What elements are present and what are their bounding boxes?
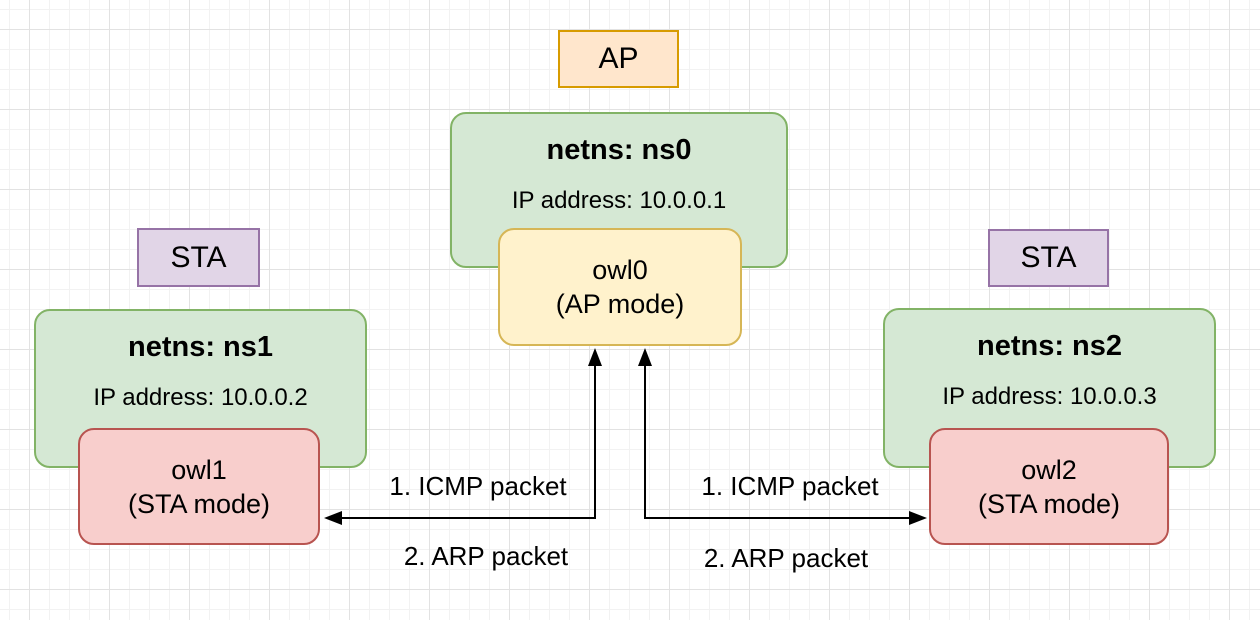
sta-right-badge-label: STA: [1020, 241, 1077, 274]
ns0-ip-address: IP address: 10.0.0.1: [511, 187, 727, 214]
ns2-title: netns: ns2: [976, 330, 1123, 362]
owl0-name: owl0: [592, 255, 648, 285]
ap-badge-label: AP: [598, 42, 639, 75]
arrowhead-into-owl2: [909, 511, 927, 525]
arrowhead-up-right: [638, 348, 652, 366]
sta-left-badge: STA: [137, 228, 260, 287]
ns1-ip-address: IP address: 10.0.0.2: [93, 384, 308, 411]
left-arp-packet-label: 2. ARP packet: [403, 541, 569, 571]
owl1-name: owl1: [171, 454, 227, 485]
owl1-interface-box: owl1 (STA mode): [78, 428, 320, 545]
owl2-mode: (STA mode): [977, 488, 1121, 519]
arrowhead-into-owl1: [324, 511, 342, 525]
right-arp-packet-label: 2. ARP packet: [703, 543, 869, 573]
left-icmp-packet-label: 1. ICMP packet: [389, 471, 567, 501]
right-icmp-packet-label: 1. ICMP packet: [701, 471, 879, 501]
ns2-ip-address: IP address: 10.0.0.3: [942, 383, 1157, 410]
owl2-name: owl2: [1021, 454, 1077, 485]
owl2-interface-box: owl2 (STA mode): [929, 428, 1169, 545]
sta-left-badge-label: STA: [170, 240, 227, 274]
sta-right-badge: STA: [988, 229, 1109, 287]
owl1-mode: (STA mode): [127, 488, 271, 519]
owl0-interface-box: owl0 (AP mode): [498, 228, 742, 346]
ns0-title: netns: ns0: [546, 134, 692, 166]
owl0-mode: (AP mode): [555, 289, 685, 319]
arrowhead-up-left: [588, 348, 602, 366]
ap-badge: AP: [558, 30, 679, 88]
ns1-title: netns: ns1: [127, 331, 274, 363]
